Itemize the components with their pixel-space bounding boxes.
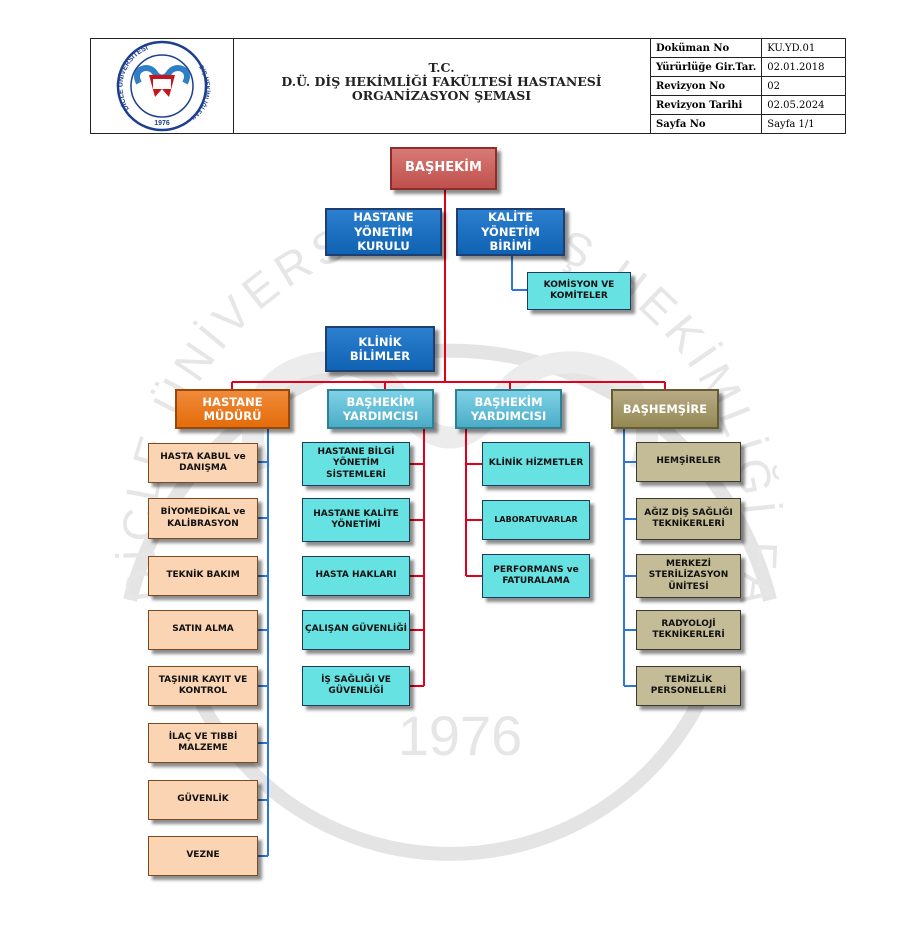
unit-klinik-hizmetler: KLİNİK HİZMETLER (482, 442, 590, 486)
klinik-bilimler-box: KLİNİK BİLİMLER (325, 326, 435, 372)
unit-teknik-bakim: TEKNİK BAKIM (148, 556, 258, 596)
bashekim-yardimcisi-box: BAŞHEKİM YARDIMCISI (327, 389, 434, 429)
unit-temizlik-personelleri: TEMİZLİK PERSONELLERİ (636, 666, 741, 706)
title-line-1: T.C. (428, 60, 455, 75)
meta-row: Yürürlüğe Gir.Tar.02.01.2018 (651, 57, 845, 77)
unit-kalite-yonetimi: HASTANE KALİTE YÖNETİMİ (302, 498, 410, 542)
meta-key: Doküman No (651, 39, 763, 58)
unit-radyoloji-teknikerleri: RADYOLOJİ TEKNİKERLERİ (636, 610, 741, 650)
bashekim-box: BAŞHEKİM (390, 147, 497, 190)
unit-biyomedikal: BİYOMEDİKAL ve KALİBRASYON (148, 498, 258, 539)
meta-key: Revizyon No (651, 76, 763, 96)
unit-hemsireler: HEMŞİRELER (636, 442, 741, 482)
hastane-yonetim-kurulu-box: HASTANE YÖNETİM KURULU (325, 208, 442, 256)
meta-value: Sayfa 1/1 (767, 118, 815, 130)
unit-sterilizasyon: MERKEZİ STERİLİZASYON ÜNİTESİ (636, 554, 741, 598)
komisyon-komiteler-box: KOMİSYON VE KOMİTELER (527, 272, 631, 310)
unit-laboratuvarlar: LABORATUVARLAR (482, 500, 590, 540)
meta-key: Revizyon Tarihi (651, 95, 763, 115)
unit-is-sagligi: İŞ SAĞLIĞI VE GÜVENLİĞİ (302, 666, 410, 706)
unit-guvenlik: GÜVENLİK (148, 780, 258, 820)
title-line-2: D.Ü. DİŞ HEKİMLİĞİ FAKÜLTESİ HASTANESİ (281, 74, 602, 89)
document-title: T.C. D.Ü. DİŞ HEKİMLİĞİ FAKÜLTESİ HASTAN… (233, 39, 651, 133)
meta-key: Sayfa No (651, 114, 763, 133)
hastane-muduru-box: HASTANE MÜDÜRÜ (175, 389, 290, 429)
meta-value: 02 (761, 76, 845, 96)
title-line-3: ORGANİZASYON ŞEMASI (351, 88, 532, 103)
unit-ilac-malzeme: İLAÇ VE TIBBİ MALZEME (148, 723, 258, 763)
unit-hasta-kabul: HASTA KABUL ve DANIŞMA (148, 443, 258, 483)
unit-hbys: HASTANE BİLGİ YÖNETİM SİSTEMLERİ (302, 442, 410, 486)
unit-calisan-guvenligi: ÇALIŞAN GÜVENLİĞİ (302, 610, 410, 650)
kalite-yonetim-birimi-box: KALİTE YÖNETİM BİRİMİ (456, 208, 565, 256)
logo-cell: DİCLE ÜNİVERSİTESİ DİŞ HEKİMLİĞİ FAKÜLTE… (89, 34, 234, 133)
unit-agiz-dis-teknikerleri: AĞIZ DİŞ SAĞLIĞI TEKNİKERLERİ (636, 498, 741, 540)
faculty-logo: DİCLE ÜNİVERSİTESİ DİŞ HEKİMLİĞİ FAKÜLTE… (89, 34, 211, 132)
meta-value: KU.YD.01 (761, 39, 845, 58)
unit-satin-alma: SATIN ALMA (148, 610, 258, 650)
unit-tasinir-kayit: TAŞINIR KAYIT VE KONTROL (148, 666, 258, 706)
document-header: DİCLE ÜNİVERSİTESİ DİŞ HEKİMLİĞİ FAKÜLTE… (89, 34, 846, 134)
unit-performans: PERFORMANS ve FATURALAMA (482, 554, 590, 598)
meta-row: Sayfa No Sayfa 1/1 (651, 114, 845, 133)
meta-key: Yürürlüğe Gir.Tar. (651, 57, 763, 77)
unit-hasta-haklari: HASTA HAKLARI (302, 556, 410, 596)
bashemsire-box: BAŞHEMŞİRE (611, 389, 719, 429)
meta-value: 02.05.2024 (761, 95, 845, 115)
bashekim-yardimcisi-box: BAŞHEKİM YARDIMCISI (455, 389, 562, 429)
svg-text:1976: 1976 (154, 120, 170, 127)
meta-value: 02.01.2018 (761, 57, 845, 77)
unit-vezne: VEZNE (148, 836, 258, 876)
